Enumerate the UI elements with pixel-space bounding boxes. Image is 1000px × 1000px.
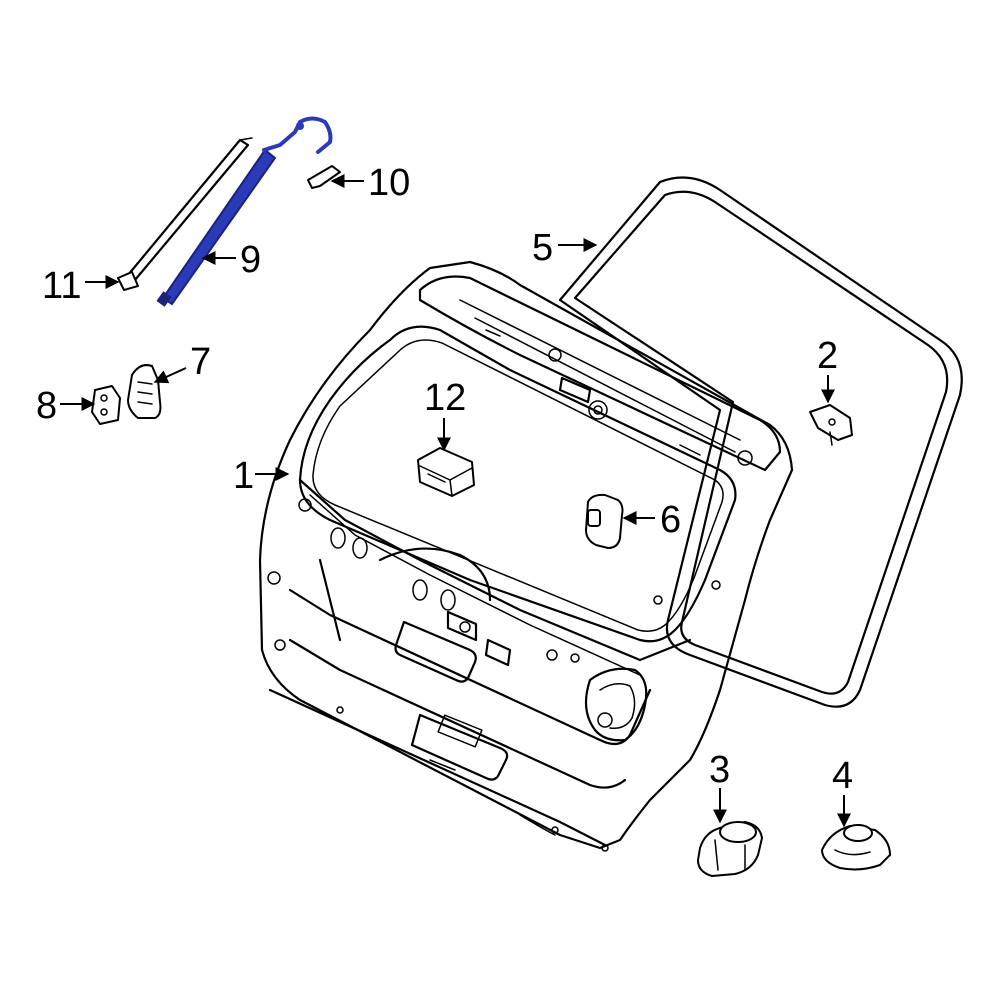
callouts: 1 2 3 4 5 6 7 8 — [36, 162, 853, 828]
callout-1[interactable]: 1 — [233, 455, 290, 497]
callout-8[interactable]: 8 — [36, 385, 96, 427]
callout-11[interactable]: 11 — [42, 265, 120, 307]
part-7-hinge[interactable] — [127, 364, 162, 419]
callout-9[interactable]: 9 — [201, 239, 261, 281]
callout-label-10: 10 — [368, 162, 410, 204]
part-6-switch[interactable] — [585, 493, 624, 549]
callout-label-4: 4 — [832, 755, 853, 797]
callout-10[interactable]: 10 — [330, 162, 410, 204]
callout-7[interactable]: 7 — [153, 341, 211, 384]
callout-label-11: 11 — [42, 265, 81, 307]
part-12-module[interactable] — [417, 447, 475, 497]
part-2-bracket[interactable] — [809, 404, 853, 446]
callout-label-1: 1 — [233, 455, 254, 497]
part-11-cable[interactable] — [117, 137, 253, 291]
callout-label-8: 8 — [36, 385, 57, 427]
part-4-cap[interactable] — [821, 824, 891, 871]
part-5-weatherstrip[interactable] — [558, 176, 963, 708]
callout-12[interactable]: 12 — [424, 377, 466, 452]
callout-label-12: 12 — [424, 377, 466, 419]
callout-4[interactable]: 4 — [832, 755, 853, 828]
callout-label-6: 6 — [660, 499, 681, 541]
callout-label-3: 3 — [709, 749, 730, 791]
callout-label-2: 2 — [817, 335, 838, 377]
callout-label-7: 7 — [190, 341, 211, 383]
part-9-lift-support[interactable] — [156, 116, 333, 307]
part-8-pad[interactable] — [91, 385, 121, 425]
part-10-clip[interactable] — [307, 165, 341, 189]
callout-6[interactable]: 6 — [622, 499, 681, 541]
callout-label-5: 5 — [532, 227, 553, 269]
callout-2[interactable]: 2 — [817, 335, 838, 404]
part-3-bumper[interactable] — [697, 821, 763, 877]
callout-3[interactable]: 3 — [709, 749, 730, 824]
callout-5[interactable]: 5 — [532, 227, 598, 269]
part-1-liftgate[interactable] — [258, 260, 794, 852]
callout-label-9: 9 — [240, 239, 261, 281]
